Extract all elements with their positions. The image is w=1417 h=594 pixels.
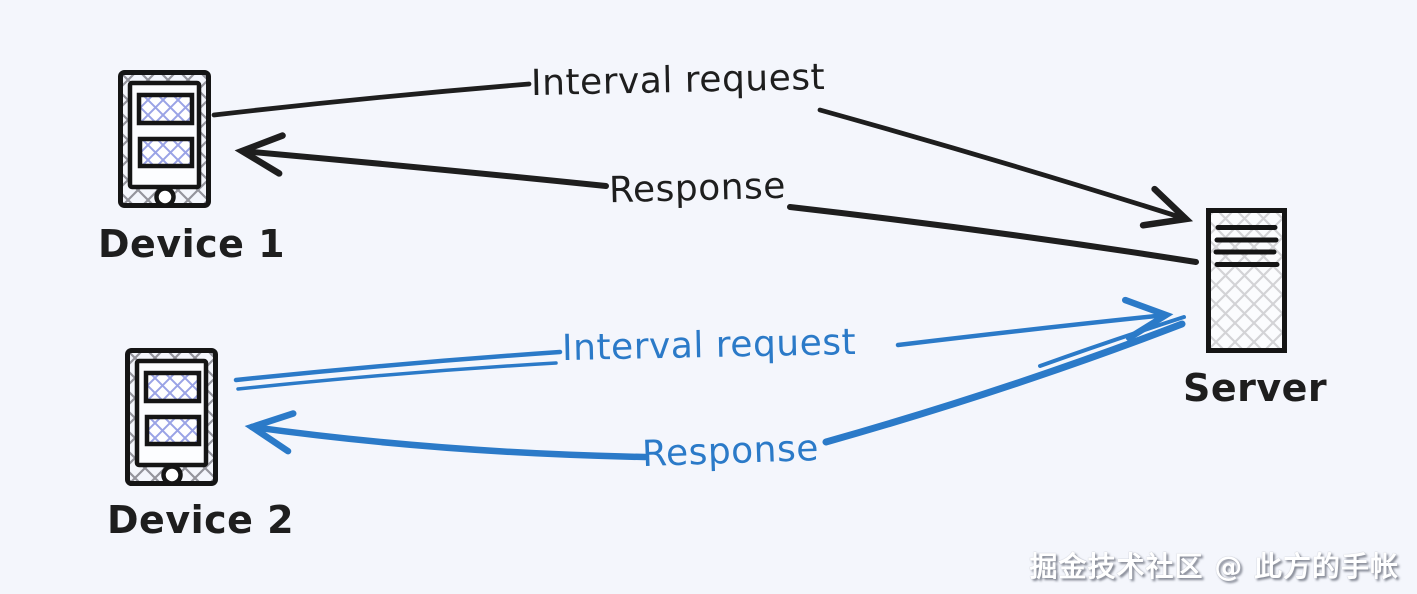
watermark-text: 掘金技术社区 @ 此方的手帐 (1029, 550, 1399, 583)
edge-label-device2-interval-request: Interval request (561, 321, 857, 370)
arrow-device2-interval-request (233, 296, 1174, 391)
device2-label: Device 2 (107, 498, 295, 542)
server-vents (1213, 225, 1280, 267)
edge-label-device1-interval-request: Interval request (530, 56, 826, 105)
server-label: Server (1183, 366, 1328, 410)
device2-phone-icon (128, 351, 216, 484)
edge-label-device1-response: Response (608, 165, 787, 212)
device1-label: Device 1 (98, 222, 286, 266)
arrow-server-response-device2 (244, 315, 1186, 461)
server-icon (1206, 208, 1287, 353)
arrow-server-response-device1 (234, 132, 1199, 265)
edge-label-device2-response: Response (641, 427, 820, 476)
device1-phone-icon (121, 73, 209, 206)
arrow-device1-interval-request (211, 81, 1194, 229)
